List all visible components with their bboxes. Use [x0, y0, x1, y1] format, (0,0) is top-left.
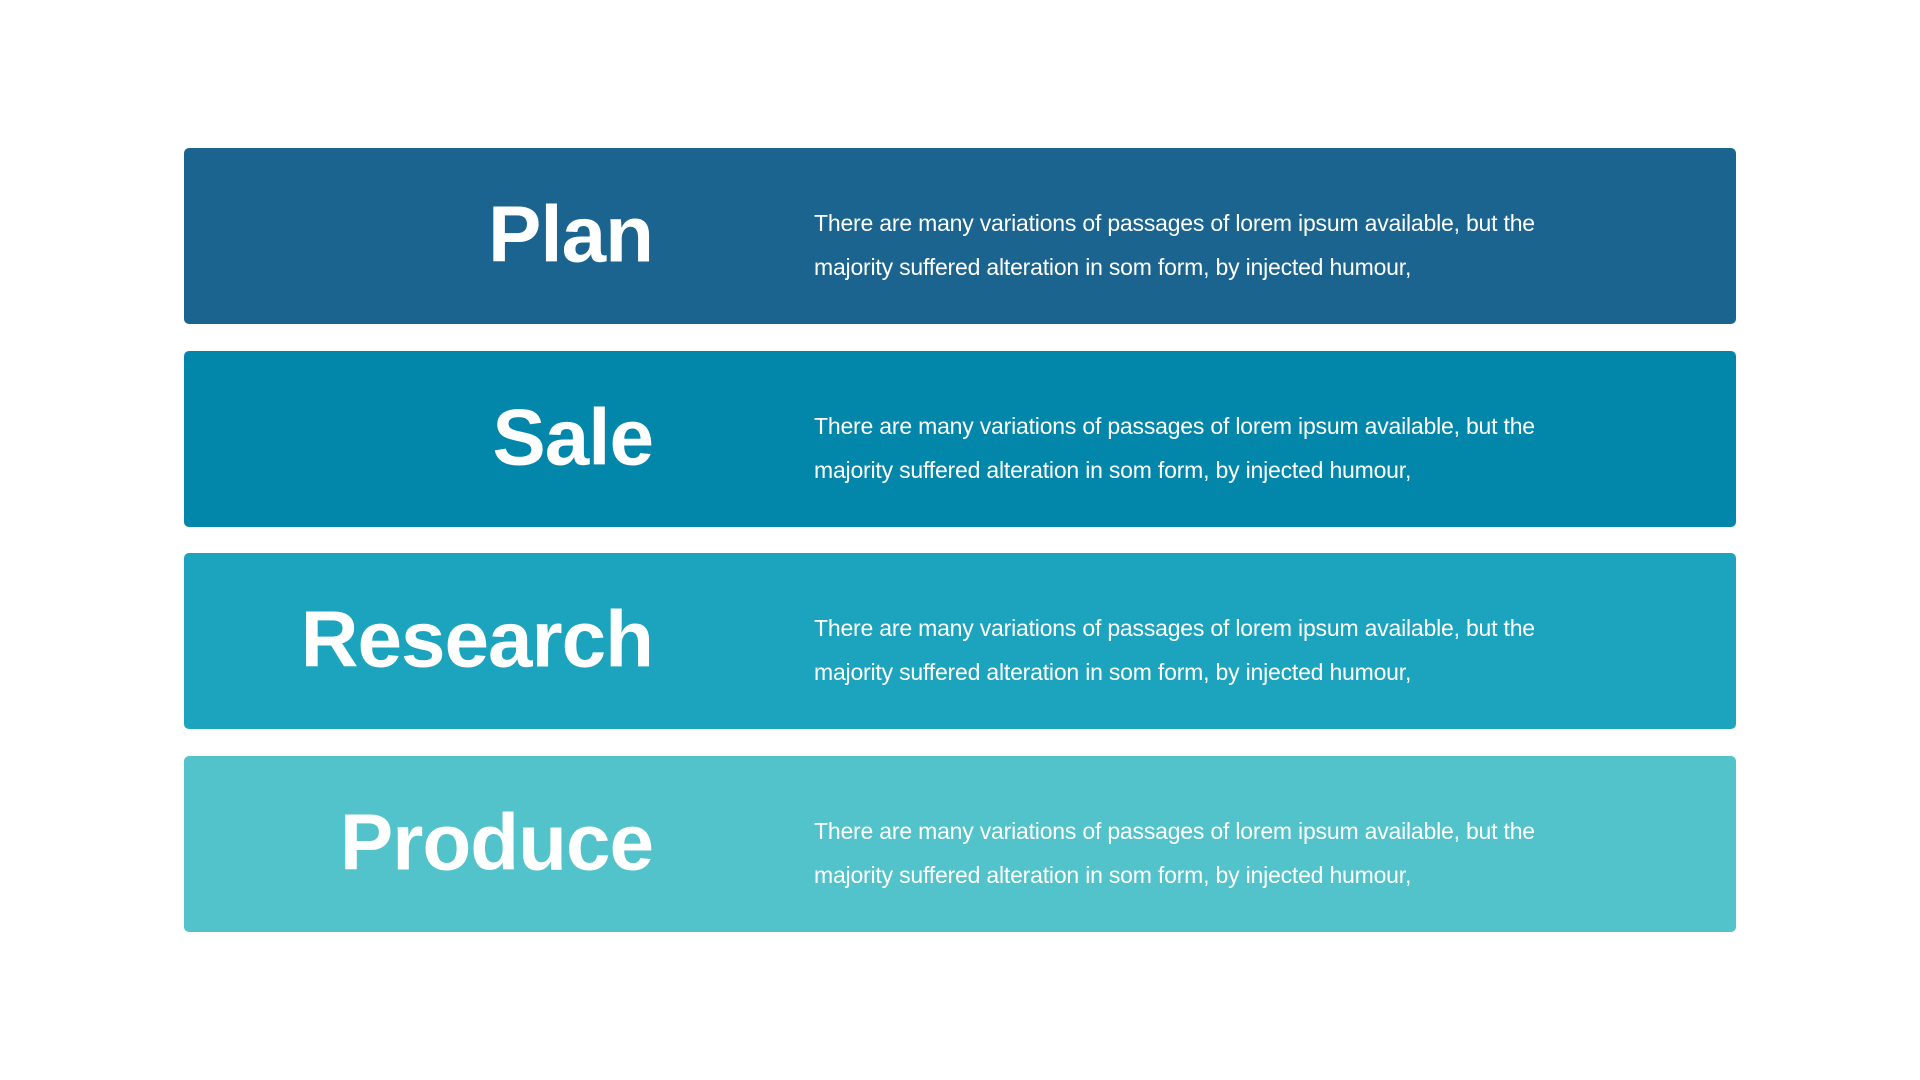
row-title: Plan	[488, 189, 654, 279]
row-description: There are many variations of passages of…	[814, 809, 1634, 897]
row-description-line-2: majority suffered alteration in som form…	[814, 862, 1412, 888]
row-title: Sale	[492, 392, 654, 482]
row-description-line-1: There are many variations of passages of…	[814, 818, 1535, 844]
row-plan: Plan There are many variations of passag…	[184, 148, 1736, 324]
row-description-line-1: There are many variations of passages of…	[814, 210, 1535, 236]
row-sale: Sale There are many variations of passag…	[184, 351, 1736, 527]
row-description: There are many variations of passages of…	[814, 404, 1634, 492]
row-produce: Produce There are many variations of pas…	[184, 756, 1736, 932]
row-description-line-1: There are many variations of passages of…	[814, 413, 1535, 439]
row-title: Research	[300, 594, 654, 684]
row-title: Produce	[339, 797, 654, 887]
row-description: There are many variations of passages of…	[814, 606, 1634, 694]
row-description-line-2: majority suffered alteration in som form…	[814, 457, 1412, 483]
row-description: There are many variations of passages of…	[814, 201, 1634, 289]
row-description-line-2: majority suffered alteration in som form…	[814, 254, 1412, 280]
row-description-line-2: majority suffered alteration in som form…	[814, 659, 1412, 685]
row-description-line-1: There are many variations of passages of…	[814, 615, 1535, 641]
row-research: Research There are many variations of pa…	[184, 553, 1736, 729]
